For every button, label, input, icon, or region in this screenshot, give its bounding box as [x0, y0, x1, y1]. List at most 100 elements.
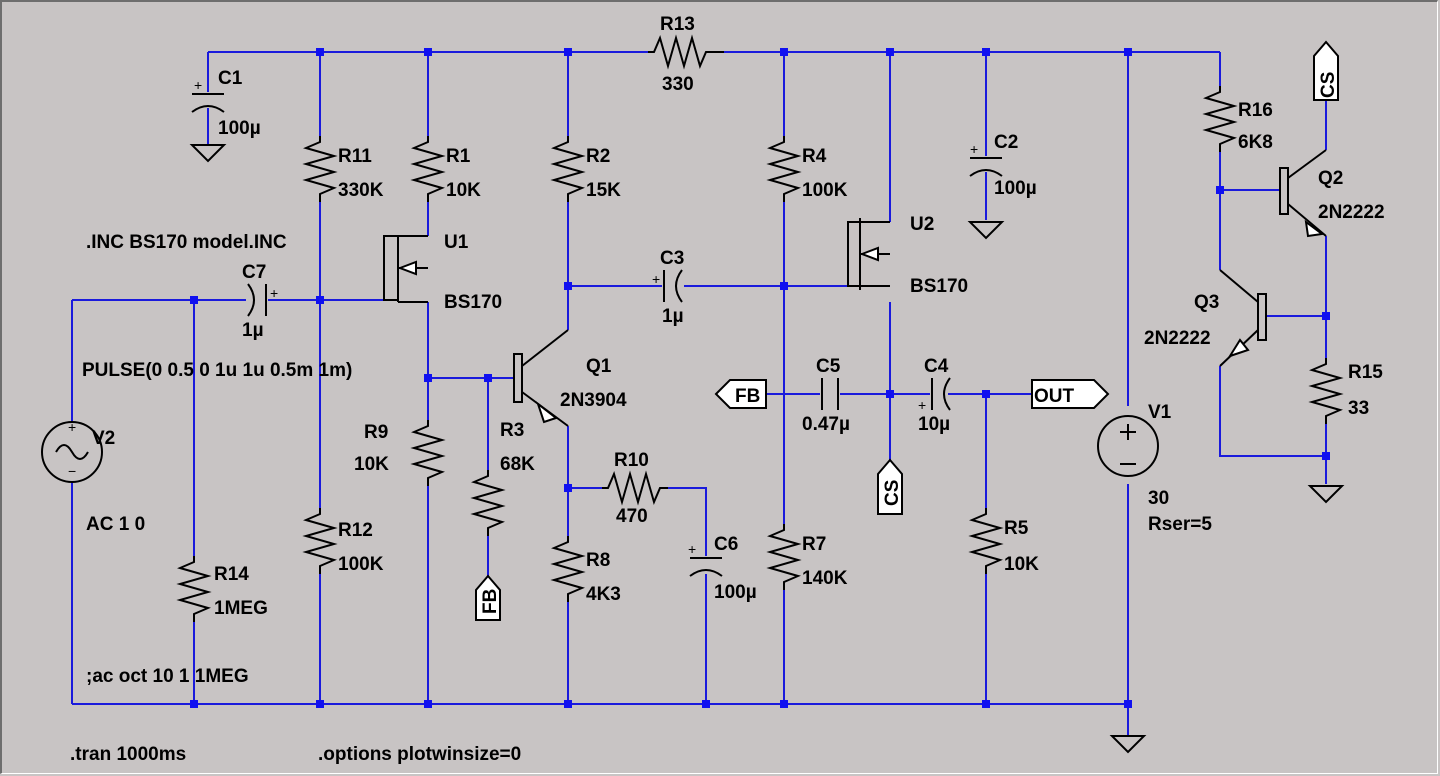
r9-name: R9: [364, 422, 388, 443]
u2-model: BS170: [910, 276, 968, 297]
r11-value: 330K: [338, 180, 384, 201]
c1-name: C1: [218, 68, 243, 89]
resistor-r9-symbol[interactable]: [410, 420, 446, 486]
r5-value: 10K: [1004, 554, 1039, 575]
bjt-q1-symbol[interactable]: [513, 329, 569, 427]
r16-name: R16: [1238, 100, 1273, 121]
c4-name: C4: [924, 356, 949, 377]
ground-c1-icon: [189, 144, 227, 163]
capacitor-c3-symbol[interactable]: [663, 269, 683, 303]
v1-rser: Rser=5: [1148, 514, 1212, 535]
r10-value: 470: [616, 506, 648, 527]
c4-value: 10µ: [918, 414, 950, 435]
capacitor-c1-symbol[interactable]: [191, 93, 225, 113]
r16-value: 6K8: [1238, 132, 1273, 153]
capacitor-c6-symbol[interactable]: [689, 557, 723, 577]
q2-name: Q2: [1318, 168, 1343, 189]
r4-value: 100K: [802, 180, 848, 201]
u1-model: BS170: [444, 292, 502, 313]
r1-value: 10K: [446, 180, 481, 201]
junctions: [190, 48, 1330, 708]
svg-text:OUT: OUT: [1034, 386, 1075, 407]
options-directive: .options plotwinsize=0: [318, 744, 521, 765]
c4-plus-mark: +: [918, 397, 926, 413]
resistor-r4-symbol[interactable]: [766, 136, 802, 202]
net-flag-cs-top[interactable]: CS: [1313, 40, 1339, 101]
bjt-q2-symbol[interactable]: [1279, 149, 1327, 238]
v2-name: V2: [92, 428, 115, 449]
c1-value: 100µ: [218, 118, 261, 139]
v2-ac-value: AC 1 0: [86, 514, 145, 535]
c7-name: C7: [242, 262, 266, 283]
net-flag-cs-mid[interactable]: CS: [877, 458, 903, 515]
r5-name: R5: [1004, 518, 1029, 539]
svg-text:+: +: [68, 419, 76, 435]
ac-comment-directive: ;ac oct 10 1 1MEG: [86, 666, 249, 687]
r1-name: R1: [446, 146, 471, 167]
r3-value: 68K: [500, 454, 535, 475]
voltage-source-v2-symbol[interactable]: + −: [41, 419, 103, 483]
capacitor-c4-symbol[interactable]: [931, 377, 951, 411]
resistor-r13-symbol[interactable]: [648, 34, 724, 70]
mosfet-u2-symbol[interactable]: [847, 218, 890, 290]
wires: [71, 51, 1327, 735]
c3-value: 1µ: [662, 306, 684, 327]
component-labels: C1 100µ C2 100µ R13 330 R11 330K R1 10K …: [70, 14, 1385, 765]
resistor-r14-symbol[interactable]: [176, 556, 212, 622]
q1-name: Q1: [586, 356, 612, 377]
v2-pulse-value: PULSE(0 0.5 0 1u 1u 0.5m 1m): [82, 360, 352, 381]
v1-name: V1: [1148, 402, 1172, 423]
q3-model: 2N2222: [1144, 328, 1211, 349]
include-directive: .INC BS170 model.INC: [86, 232, 287, 253]
r13-name: R13: [660, 14, 695, 35]
resistor-r1-symbol[interactable]: [410, 136, 446, 202]
resistor-r11-symbol[interactable]: [302, 136, 338, 202]
voltage-source-v1-symbol[interactable]: [1097, 415, 1159, 477]
mosfet-u1-symbol[interactable]: [383, 235, 428, 303]
r7-name: R7: [802, 534, 826, 555]
resistor-r7-symbol[interactable]: [766, 524, 802, 590]
r14-name: R14: [214, 564, 249, 585]
r15-name: R15: [1348, 362, 1383, 383]
tran-directive: .tran 1000ms: [70, 744, 186, 765]
resistor-r15-symbol[interactable]: [1308, 358, 1344, 424]
r2-name: R2: [586, 146, 610, 167]
net-flag-fb-bottom[interactable]: FB: [475, 574, 501, 621]
c3-plus-mark: +: [652, 271, 660, 287]
c6-name: C6: [714, 534, 738, 555]
c2-name: C2: [994, 132, 1018, 153]
r4-name: R4: [802, 146, 827, 167]
c7-plus-mark: +: [270, 285, 278, 301]
resistor-r12-symbol[interactable]: [302, 508, 338, 574]
c7-value: 1µ: [242, 320, 264, 341]
resistor-r8-symbol[interactable]: [550, 536, 586, 602]
resistor-r5-symbol[interactable]: [968, 508, 1004, 574]
q1-model: 2N3904: [560, 390, 627, 411]
capacitor-c7-symbol[interactable]: [247, 283, 267, 317]
r8-value: 4K3: [586, 584, 621, 605]
ground-r15-icon: [1307, 485, 1345, 504]
svg-text:−: −: [68, 463, 76, 479]
v1-value: 30: [1148, 488, 1169, 509]
c2-value: 100µ: [994, 178, 1037, 199]
net-flag-out[interactable]: OUT: [1031, 379, 1110, 409]
r12-name: R12: [338, 520, 373, 541]
resistor-r16-symbol[interactable]: [1202, 86, 1238, 152]
r14-value: 1MEG: [214, 598, 268, 619]
bjt-q3-symbol[interactable]: [1219, 269, 1267, 367]
resistor-r2-symbol[interactable]: [550, 136, 586, 202]
svg-text:CS: CS: [1318, 72, 1339, 98]
capacitor-c2-symbol[interactable]: [969, 157, 1003, 177]
r11-name: R11: [338, 146, 372, 167]
r8-name: R8: [586, 550, 610, 571]
r13-value: 330: [662, 74, 694, 95]
c6-value: 100µ: [714, 582, 757, 603]
resistor-r10-symbol[interactable]: [602, 470, 668, 506]
ground-c2-icon: [967, 221, 1005, 240]
capacitor-c5-symbol[interactable]: [821, 378, 839, 410]
net-flag-fb-left[interactable]: FB: [714, 379, 767, 409]
resistor-r3-symbol[interactable]: [470, 470, 506, 536]
c2-plus-mark: +: [970, 141, 978, 157]
